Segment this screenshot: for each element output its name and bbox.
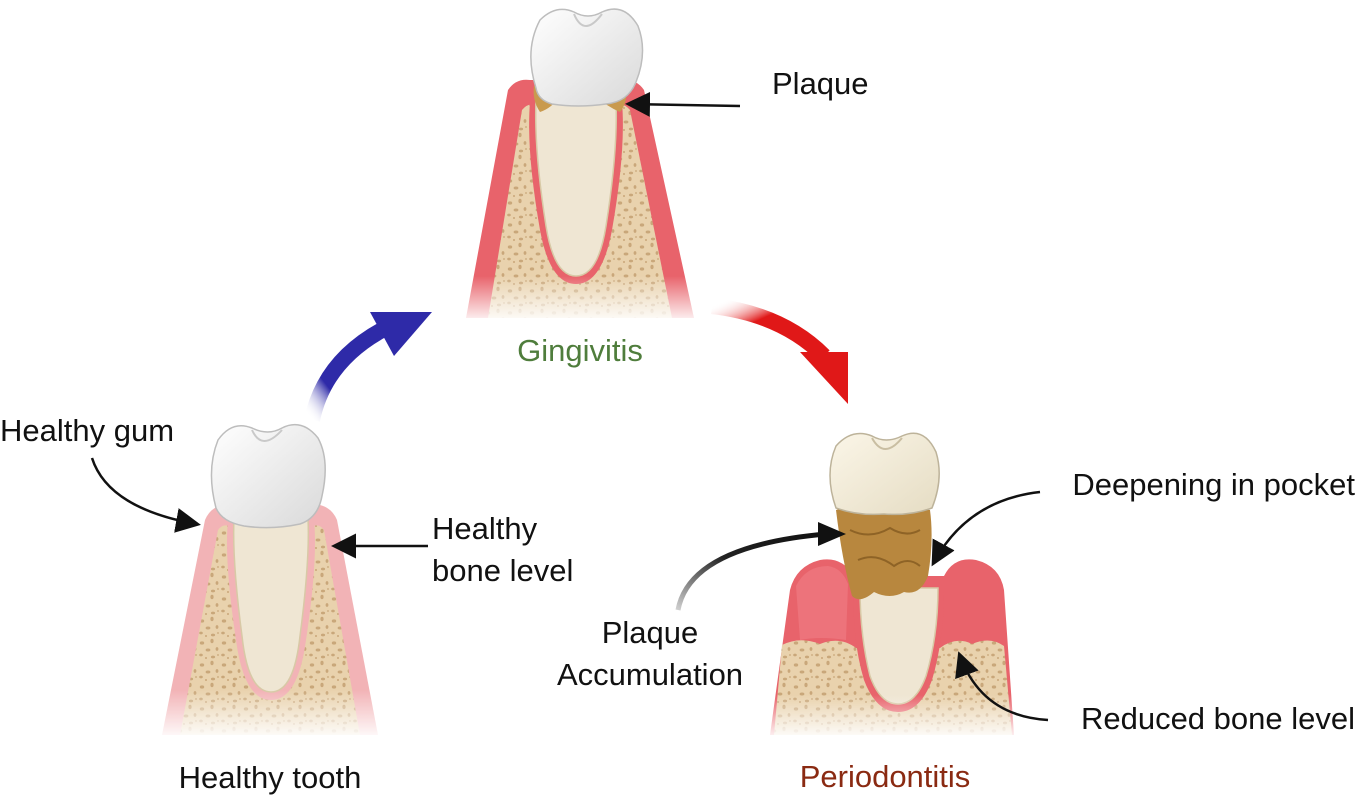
healthy-gum-label: Healthy gum: [0, 413, 175, 448]
gingivitis-tooth-illustration: [455, 8, 705, 324]
arrow-reduced-bone: [955, 651, 1049, 722]
healthy-bone-label-line1: Healthy: [432, 511, 538, 546]
arrow-plaque: [625, 91, 741, 117]
arrow-healthy-gum: [90, 457, 201, 533]
periodontitis-title: Periodontitis: [799, 759, 971, 794]
pointer-arrows: [90, 91, 1049, 722]
plaque-accumulation-label: Plaque Accumulation: [540, 612, 760, 696]
deepening-pocket-label: Deepening in pocket: [1072, 467, 1355, 502]
gingivitis-title: Gingivitis: [517, 333, 643, 368]
plaque-label: Plaque: [772, 66, 869, 101]
gingivitis-root: [534, 99, 618, 277]
plaque-accumulation-line2: Accumulation: [556, 657, 744, 692]
healthy-bone-level-label: Healthy bone level: [432, 508, 573, 592]
healthy-tooth-title: Healthy tooth: [178, 760, 362, 795]
progression-arrow-blue: [304, 312, 432, 422]
healthy-crown: [210, 423, 326, 529]
periodontitis-gum-highlight: [796, 566, 848, 640]
healthy-tooth-illustration: [150, 423, 390, 740]
gingivitis-crown: [530, 8, 644, 107]
plaque-accumulation-line1: Plaque: [601, 615, 699, 650]
periodontitis-crown: [829, 432, 940, 516]
periodontitis-plaque-mass: [836, 506, 932, 600]
periodontitis-tooth-illustration: [760, 432, 1025, 740]
arrow-deepening-pocket: [931, 490, 1041, 567]
arrow-plaque-accumulation: [675, 522, 846, 611]
reduced-bone-level-label: Reduced bone level: [1080, 701, 1355, 736]
healthy-bone-label-line2: bone level: [432, 553, 574, 588]
progression-arrow-red: [711, 298, 848, 404]
